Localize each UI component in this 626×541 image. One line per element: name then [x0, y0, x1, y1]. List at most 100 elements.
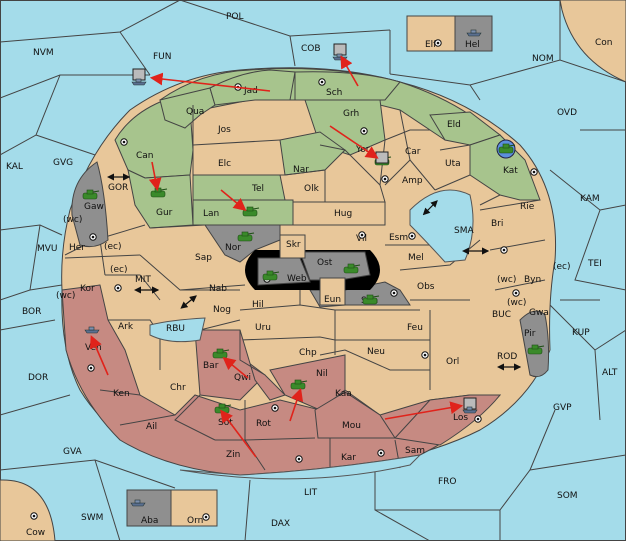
- coast-label: (wc): [507, 298, 526, 308]
- coast-label: (ec): [553, 262, 571, 272]
- province-label: Eun: [324, 295, 341, 305]
- sea-label: FUN: [153, 52, 172, 62]
- province-label: Qwi: [234, 373, 251, 383]
- sea-label: BOR: [22, 307, 41, 317]
- sea-label: GVG: [53, 158, 73, 168]
- province-mou[interactable]: [314, 391, 396, 439]
- province-label: Ail: [146, 422, 157, 432]
- province-label: Eld: [447, 120, 461, 130]
- sea-label: Con: [595, 38, 613, 48]
- province-label: Skr: [286, 240, 301, 250]
- home-box-label: Elf: [425, 40, 437, 50]
- sea-label: SWM: [81, 513, 103, 523]
- connectors: [107, 173, 522, 371]
- sea-label: MIT: [135, 275, 151, 285]
- province-label: Tel: [251, 184, 264, 194]
- sea-label: ALT: [602, 368, 618, 378]
- province-label: Orl: [446, 357, 459, 367]
- province-borders: [64, 105, 546, 390]
- sea-label: SOM: [557, 491, 578, 501]
- move-arrow: [220, 189, 247, 212]
- province-label: Kat: [503, 166, 518, 176]
- province-label: Jos: [217, 125, 231, 135]
- sea-label: GVA: [63, 447, 83, 457]
- province-nar[interactable]: [279, 131, 346, 176]
- province-label: Nor: [225, 243, 241, 253]
- coast-label: (wc): [63, 215, 82, 225]
- sea-label: TEI: [587, 259, 602, 269]
- province-label: Mel: [408, 253, 424, 263]
- province-label: Obs: [417, 282, 435, 292]
- province-label: Rot: [256, 419, 271, 429]
- province-tel[interactable]: [192, 174, 286, 201]
- sea-label: NVM: [33, 48, 54, 58]
- province-label: Vil: [356, 234, 367, 244]
- province-label: Car: [405, 147, 421, 157]
- coast-label: (wc): [56, 291, 75, 301]
- province-jad[interactable]: [209, 69, 296, 106]
- province-kat[interactable]: [469, 134, 541, 201]
- province-label: Bar: [203, 361, 219, 371]
- sea-label: KAM: [580, 194, 600, 204]
- province-label: Ark: [118, 322, 134, 332]
- coast-label: (ec): [104, 242, 122, 252]
- sea-label: FRO: [438, 477, 457, 487]
- province-elf[interactable]: [406, 15, 456, 52]
- province-con[interactable]: [559, 0, 626, 83]
- sea-label: GOR: [108, 183, 128, 193]
- sea-label: SMA: [454, 226, 474, 236]
- province-ost[interactable]: [299, 251, 371, 281]
- province-orn[interactable]: [170, 489, 218, 527]
- province-label: Neu: [367, 347, 385, 357]
- sea-label: NOM: [532, 54, 554, 64]
- province-label: Uru: [255, 323, 271, 333]
- province-pir[interactable]: [519, 310, 550, 378]
- province-label: Olk: [304, 184, 320, 194]
- supply-center-icon: [474, 415, 482, 423]
- move-arrow: [148, 161, 162, 192]
- sea-label: BUC: [492, 310, 511, 320]
- supply-center-icon: [30, 512, 38, 520]
- move-arrow: [289, 387, 304, 422]
- supply-center-icon: [114, 284, 122, 292]
- supply-center-icon: [500, 246, 508, 254]
- province-eun-box[interactable]: [319, 277, 346, 306]
- province-label: Sch: [326, 88, 342, 98]
- province-label: Qua: [186, 107, 204, 117]
- supply-center-icon: [434, 39, 442, 47]
- sea-label: ROD: [497, 352, 517, 362]
- province-label: Gur: [156, 208, 173, 218]
- province-label: Sam: [405, 446, 425, 456]
- province-gaw[interactable]: [71, 161, 109, 248]
- province-label: Ven: [85, 343, 102, 353]
- supply-center-icon: [89, 233, 97, 241]
- province-label: Nog: [213, 305, 231, 315]
- move-arrow: [340, 55, 359, 87]
- supply-center-icon: [390, 289, 398, 297]
- home-box-label: Orn: [187, 516, 203, 526]
- coast-label: (ec): [110, 265, 128, 275]
- sea-label: MVU: [37, 244, 58, 254]
- province-label: Chr: [170, 383, 186, 393]
- supply-center-icon: [421, 351, 429, 359]
- supply-center-icon: [358, 231, 366, 239]
- supply-center-icon: [318, 78, 326, 86]
- province-skr[interactable]: [279, 234, 306, 259]
- province-label: Zin: [226, 450, 240, 460]
- province-hel[interactable]: [454, 15, 493, 52]
- province-label: Grh: [343, 109, 359, 119]
- province-label: Esm: [389, 233, 408, 243]
- supply-center-icon: [381, 175, 389, 183]
- pieces: [82, 29, 545, 507]
- home-box-label: Aba: [141, 516, 158, 526]
- move-arrow: [384, 401, 464, 420]
- province-label: Nil: [316, 369, 328, 379]
- home-box-label: Hel: [465, 40, 480, 50]
- supply-center-icon: [408, 232, 416, 240]
- move-arrow: [222, 356, 249, 379]
- province-label: Can: [136, 151, 154, 161]
- supply-center-icon: [360, 127, 368, 135]
- province-sch[interactable]: [294, 71, 401, 101]
- move-arrow: [89, 335, 109, 376]
